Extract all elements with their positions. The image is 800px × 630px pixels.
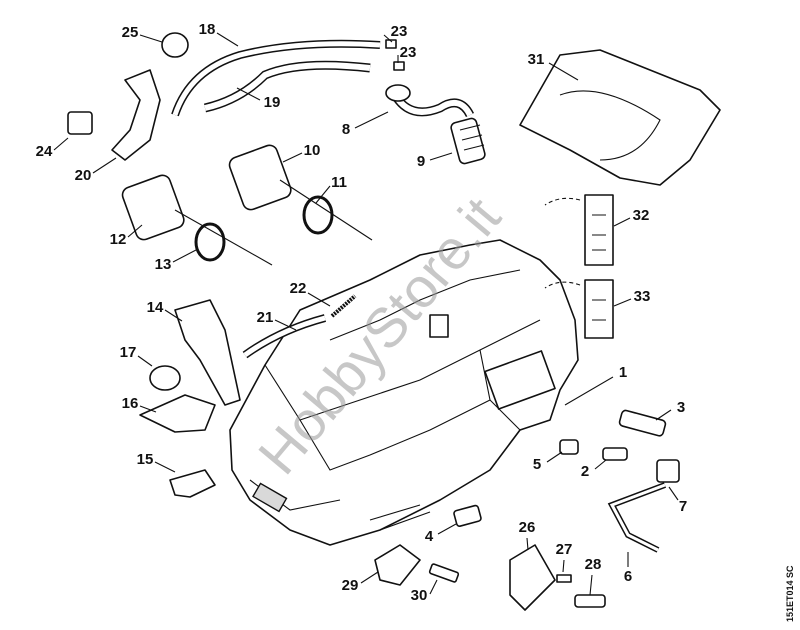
label-31: 31 (528, 51, 545, 68)
part-32-decal (584, 194, 614, 266)
label-18: 18 (199, 21, 216, 38)
part-31-cover (519, 49, 721, 186)
label-14: 14 (147, 299, 164, 316)
label-32: 32 (633, 207, 650, 224)
label-23b: 23 (400, 44, 417, 61)
label-5: 5 (533, 456, 541, 473)
label-1: 1 (619, 364, 627, 381)
label-20: 20 (75, 167, 92, 184)
label-9: 9 (417, 153, 425, 170)
label-30: 30 (411, 587, 428, 604)
part-labels: 25 18 23 23 31 19 8 24 20 10 11 9 12 13 … (36, 21, 688, 604)
label-22: 22 (290, 280, 307, 297)
label-25: 25 (122, 24, 139, 41)
label-2: 2 (581, 463, 589, 480)
label-6: 6 (624, 568, 632, 585)
label-24: 24 (36, 143, 53, 160)
label-26: 26 (519, 519, 536, 536)
label-17: 17 (120, 344, 137, 361)
label-28: 28 (585, 556, 602, 573)
label-4: 4 (425, 528, 434, 545)
leader-lines (53, 32, 679, 596)
label-11: 11 (331, 174, 347, 191)
label-33: 33 (634, 288, 651, 305)
label-15: 15 (137, 451, 154, 468)
label-21: 21 (257, 309, 274, 326)
label-29: 29 (342, 577, 359, 594)
label-3: 3 (677, 399, 685, 416)
label-23a: 23 (391, 23, 408, 40)
drawing-code: 151ET014 SC (785, 565, 795, 622)
label-16: 16 (122, 395, 139, 412)
label-10: 10 (304, 142, 321, 159)
label-8: 8 (342, 121, 350, 138)
label-12: 12 (110, 231, 127, 248)
label-7: 7 (679, 498, 687, 515)
label-13: 13 (155, 256, 172, 273)
label-19: 19 (264, 94, 281, 111)
label-27: 27 (556, 541, 573, 558)
part-33-decal (584, 279, 614, 339)
